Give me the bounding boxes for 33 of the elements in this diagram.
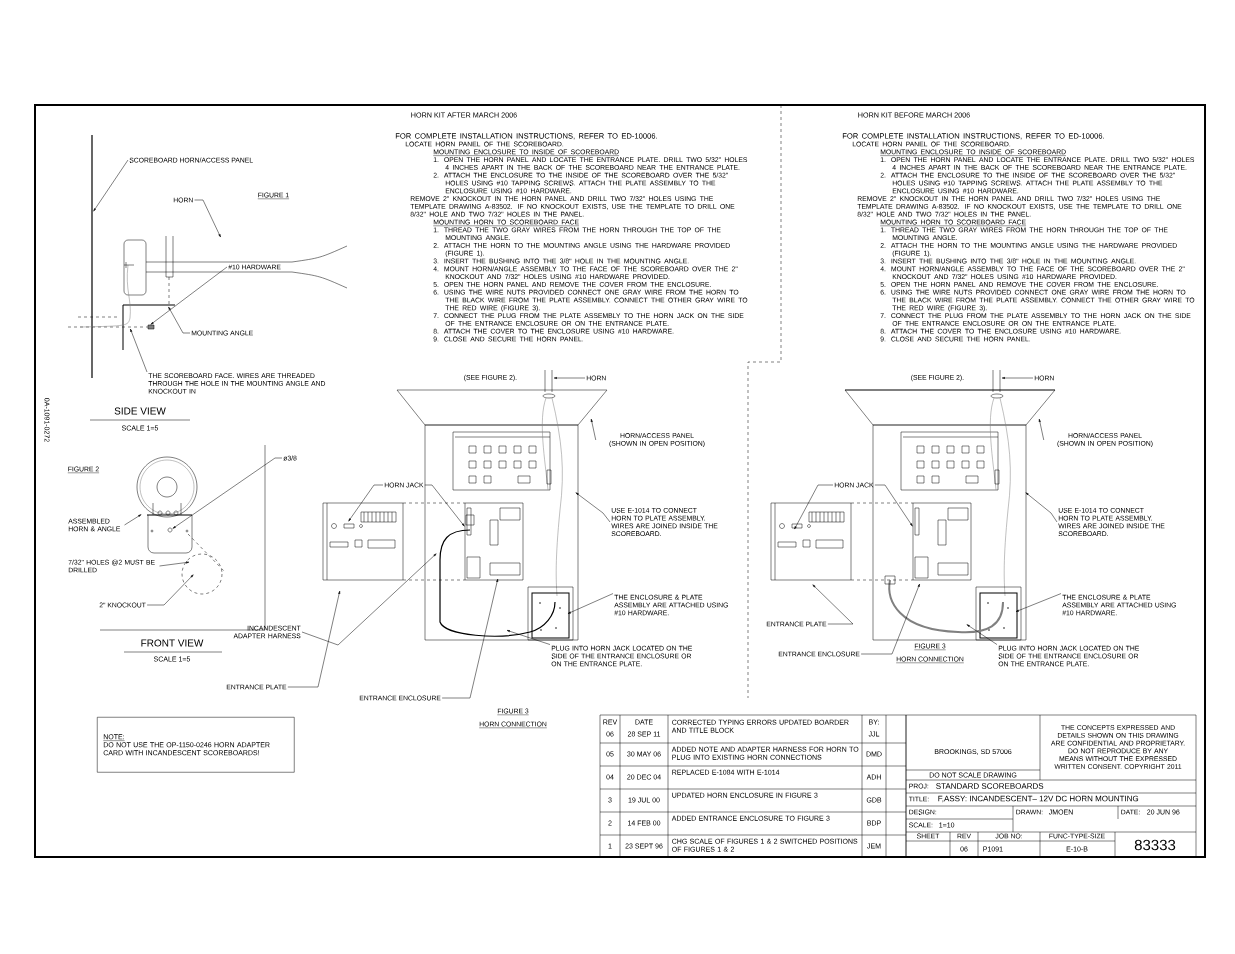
leader-line (567, 593, 614, 614)
view-title: SIDE VIEW (89, 407, 191, 421)
leader-line (146, 574, 194, 606)
leader-line (1038, 418, 1044, 441)
view-title: FRONT VIEW (123, 639, 223, 653)
leader-line (1001, 377, 1034, 379)
leader-line (874, 484, 913, 527)
leader-line (93, 159, 129, 212)
drawing-number: 83333 (1134, 839, 1176, 851)
leader-line (150, 266, 228, 325)
leader-line (168, 306, 191, 334)
leader-line (159, 561, 190, 567)
leader-line (130, 328, 148, 373)
leader-line (860, 583, 920, 655)
leader-line (1015, 593, 1062, 612)
leader-line (441, 578, 499, 699)
leader-line (553, 377, 586, 379)
leader-line (172, 457, 283, 529)
leader-line (506, 630, 551, 645)
leader-line (301, 553, 437, 646)
leader-line (812, 584, 854, 625)
leader-line (287, 590, 341, 688)
leader-line (966, 624, 998, 645)
leader-line (794, 484, 834, 530)
leader-line (348, 484, 384, 522)
field-value: STANDARD SCOREBOARDS (936, 783, 1044, 789)
field-value: F,ASSY: INCANDESCENT– 12V DC HORN MOUNTING (938, 795, 1139, 803)
leader-line (124, 514, 142, 526)
leader-line (424, 484, 465, 527)
leader-line (575, 492, 611, 523)
leader-line (1025, 492, 1058, 523)
leader-line (194, 199, 221, 238)
leader-line (590, 418, 596, 441)
